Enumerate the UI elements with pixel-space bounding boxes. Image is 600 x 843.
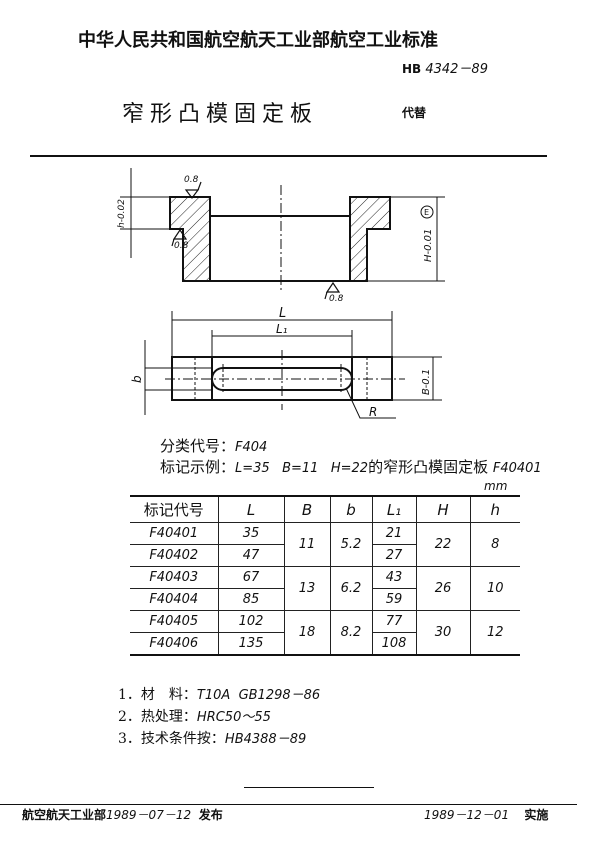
note-technical-conditions: 3．技术条件按：HB4388－89 <box>118 728 306 748</box>
svg-text:B-0.1: B-0.1 <box>421 369 432 395</box>
cell-code: F40403 <box>130 566 219 589</box>
cell-L1: 108 <box>371 632 416 656</box>
cell-L1: 43 <box>371 566 417 589</box>
note-value: HRC50～55 <box>196 710 271 725</box>
plan-view <box>144 311 442 419</box>
issuer: 航空航天工业部 <box>22 808 107 822</box>
header-divider <box>30 155 547 157</box>
cell-L1: 77 <box>371 610 417 633</box>
table-row: F40402 47 27 <box>130 544 520 567</box>
header-code: 标记代号 <box>130 495 219 523</box>
example-value: L=35 B=11 H=22 <box>235 461 369 476</box>
classification-line: 分类代号：F404 <box>160 435 267 456</box>
roughness-step-label: 0.8 <box>174 241 189 251</box>
svg-text:H-0.01: H-0.01 <box>423 229 434 262</box>
classification-value: F404 <box>235 440 268 455</box>
table-row: F40404 85 59 <box>130 588 520 611</box>
cell-L1: 27 <box>371 544 416 567</box>
effective-info: 1989－12－01 实施 <box>424 806 548 823</box>
cell-b: 5.2 <box>329 522 373 567</box>
cell-code: F40401 <box>130 522 219 545</box>
cell-h: 10 <box>469 566 520 611</box>
cell-L: 135 <box>217 632 285 656</box>
header-B: B <box>283 495 331 523</box>
cell-code: F40402 <box>130 544 219 567</box>
section-view <box>120 168 445 300</box>
header-h: h <box>469 495 520 523</box>
specification-table: 标记代号 L B b L₁ H h F40401 35 11 5.2 21 22… <box>130 495 520 656</box>
cell-code: F40404 <box>130 588 219 611</box>
cell-B: 13 <box>283 566 331 611</box>
note-label: 1．材 料： <box>118 687 197 703</box>
example-label: 标记示例： <box>160 458 236 476</box>
cell-h: 12 <box>469 610 520 656</box>
cell-H: 22 <box>415 522 471 567</box>
effective-label: 实施 <box>524 808 549 822</box>
cell-L: 85 <box>217 588 285 611</box>
roughness-top-label: 0.8 <box>184 175 199 185</box>
cell-B: 18 <box>283 610 331 656</box>
marking-example-line: 标记示例：L=35 B=11 H=22的窄形凸模固定板 F40401 <box>160 456 542 477</box>
header-L1: L₁ <box>371 495 417 523</box>
standard-number: 4342－89 <box>425 62 488 77</box>
roughness-bottom-label: 0.8 <box>329 294 344 304</box>
cell-L1: 21 <box>371 522 417 545</box>
cell-L: 47 <box>217 544 285 567</box>
header-b: b <box>329 495 373 523</box>
note-value: HB4388－89 <box>224 732 307 747</box>
table-row: F40406 135 108 <box>130 632 520 656</box>
effective-date: 1989－12－01 <box>424 808 510 822</box>
example-suffix: 的窄形凸模固定板 <box>368 458 489 476</box>
cell-h: 8 <box>469 522 520 567</box>
cell-b: 6.2 <box>329 566 373 611</box>
footer-short-rule <box>244 787 374 788</box>
document-title: 窄形凸模固定板 <box>122 102 319 127</box>
cell-L1: 59 <box>371 588 416 611</box>
cell-b: 8.2 <box>329 610 373 656</box>
header-L: L <box>217 495 285 523</box>
unit-label: mm <box>484 479 508 493</box>
cell-code: F40406 <box>130 632 219 656</box>
svg-text:h-0.02: h-0.02 <box>117 199 127 228</box>
note-label: 2．热处理： <box>118 709 197 725</box>
note-value: T10A GB1298－86 <box>196 688 321 703</box>
issue-date: 1989－07－12 <box>106 808 192 822</box>
issuing-organization: 中华人民共和国航空航天工业部航空工业标准 <box>78 30 438 51</box>
svg-text:E: E <box>424 208 429 217</box>
table-row: F40401 35 11 5.2 21 22 8 <box>130 522 520 567</box>
classification-label: 分类代号： <box>160 437 236 455</box>
table-row: F40403 67 13 6.2 43 26 10 <box>130 566 520 611</box>
table-header-row: 标记代号 L B b L₁ H h <box>130 495 520 523</box>
svg-text:L₁: L₁ <box>276 322 288 336</box>
cell-code: F40405 <box>130 610 219 633</box>
note-label: 3．技术条件按： <box>118 731 225 747</box>
note-material: 1．材 料：T10A GB1298－86 <box>118 684 320 704</box>
replaces-label: 代替 <box>402 106 427 120</box>
cell-H: 30 <box>415 610 471 656</box>
cell-H: 26 <box>415 566 471 611</box>
note-heat-treatment: 2．热处理：HRC50～55 <box>118 706 271 726</box>
header-H: H <box>415 495 471 523</box>
footer-divider <box>0 804 577 805</box>
svg-text:L: L <box>279 306 286 321</box>
issue-label: 发布 <box>198 808 223 822</box>
issue-info: 航空航天工业部1989－07－12 发布 <box>22 806 223 823</box>
section-labels: 0.8 0.8 0.8 E h-0.02 H-0.01 <box>117 175 434 304</box>
cell-L: 102 <box>217 610 285 633</box>
svg-text:b: b <box>130 375 144 383</box>
plan-labels: L L₁ b B-0.1 R <box>130 306 432 419</box>
table-row: F40405 102 18 8.2 77 30 12 <box>130 610 520 656</box>
svg-text:R: R <box>369 405 377 419</box>
example-code: F40401 <box>492 461 542 476</box>
standard-code: HB 4342－89 <box>402 58 488 77</box>
cell-L: 67 <box>217 566 285 589</box>
cell-B: 11 <box>283 522 331 567</box>
standard-prefix: HB <box>402 62 422 76</box>
cell-L: 35 <box>217 522 285 545</box>
